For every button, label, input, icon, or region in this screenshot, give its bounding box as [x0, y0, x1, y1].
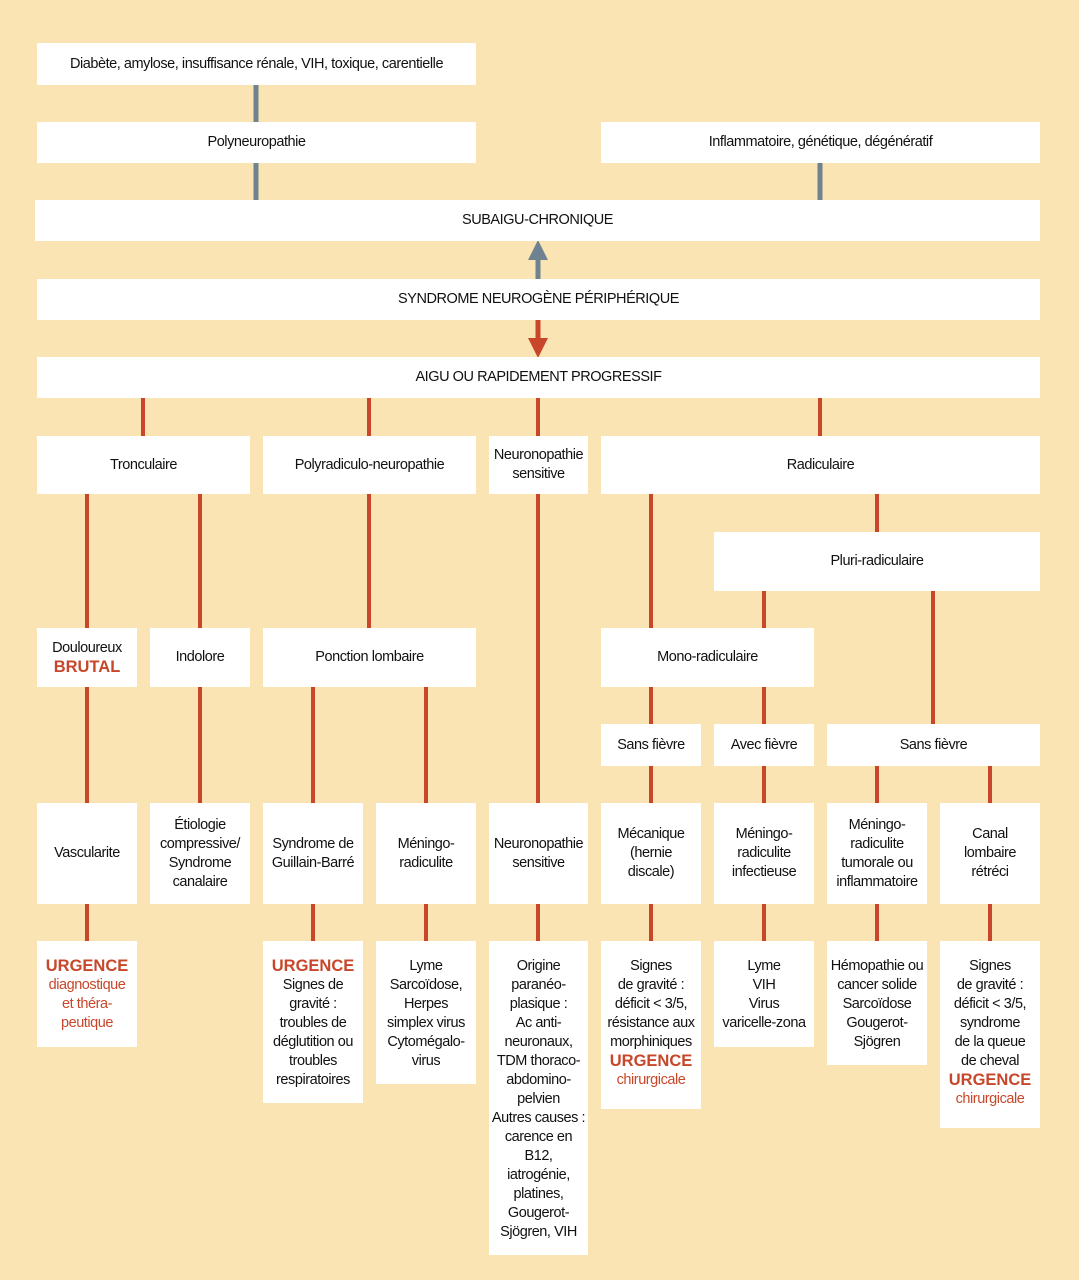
node-radiculaire: Radiculaire	[601, 436, 1040, 494]
node-mono-radiculaire: Mono-radiculaire	[601, 628, 814, 687]
detail-text: Hémopathie ou cancer solide Sarcoïdose G…	[830, 958, 924, 1050]
node-subaigu-chronique: SUBAIGU-CHRONIQUE	[35, 200, 1040, 241]
node-indolore: Indolore	[150, 628, 250, 687]
node-pluri-radiculaire: Pluri-radiculaire	[714, 532, 1040, 591]
diag-canal-lombaire: Canal lombaire rétréci	[940, 803, 1040, 904]
detail-text: Origine paranéo- plasique : Ac anti- neu…	[491, 958, 586, 1240]
diag-mecanique: Mécanique (hernie discale)	[601, 803, 701, 904]
node-tronculaire: Tronculaire	[37, 436, 250, 494]
urgence-label: URGENCE	[271, 957, 355, 975]
urgence-sub: chirurgicale	[616, 1072, 686, 1088]
node-sans-fievre-pluri: Sans fièvre	[827, 724, 1040, 766]
node-avec-fievre: Avec fièvre	[714, 724, 814, 766]
node-sans-fievre-mono: Sans fièvre	[601, 724, 701, 766]
detail-text: Signes de gravité : déficit < 3/5, résis…	[607, 958, 695, 1050]
diag-meningo-infectieuse: Méningo- radiculite infectieuse	[714, 803, 814, 904]
node-aigu: AIGU OU RAPIDEMENT PROGRESSIF	[37, 357, 1040, 398]
detail-meningo: Lyme Sarcoïdose, Herpes simplex virus Cy…	[376, 941, 476, 1084]
urgence-sub: diagnostique et théra- peutique	[48, 977, 126, 1031]
urgence-label: URGENCE	[948, 1071, 1032, 1089]
causes-chronic-right: Inflammatoire, génétique, dégénératif	[601, 122, 1040, 163]
diag-meningo-tumorale: Méningo- radiculite tumorale ou inflamma…	[827, 803, 927, 904]
detail-text: Lyme Sarcoïdose, Herpes simplex virus Cy…	[387, 958, 465, 1069]
urgence-label: URGENCE	[609, 1052, 693, 1070]
diag-vascularite: Vascularite	[37, 803, 137, 904]
diag-guillain-barre: Syndrome de Guillain-Barré	[263, 803, 363, 904]
detail-meningo-tumorale: Hémopathie ou cancer solide Sarcoïdose G…	[827, 941, 927, 1065]
node-polyneuropathie: Polyneuropathie	[37, 122, 476, 163]
diag-neuronopathie: Neuronopathie sensitive	[489, 803, 588, 904]
causes-chronic-left: Diabète, amylose, insuffisance rénale, V…	[37, 43, 476, 85]
detail-meningo-infectieuse: Lyme VIH Virus varicelle-zona	[714, 941, 814, 1047]
diag-etiologie: Étiologie compressive/ Syndrome canalair…	[150, 803, 250, 904]
detail-mecanique: Signes de gravité : déficit < 3/5, résis…	[601, 941, 701, 1109]
urgence-sub: chirurgicale	[955, 1091, 1025, 1107]
diag-meningo: Méningo- radiculite	[376, 803, 476, 904]
detail-vascularite: URGENCE diagnostique et théra- peutique	[37, 941, 137, 1047]
detail-neuronopathie: Origine paranéo- plasique : Ac anti- neu…	[489, 941, 588, 1255]
brutal-label: BRUTAL	[53, 657, 121, 676]
node-douloureux: Douloureux BRUTAL	[37, 628, 137, 687]
detail-canal-lombaire: Signes de gravité : déficit < 3/5, syndr…	[940, 941, 1040, 1128]
node-neuronopathie: Neuronopathie sensitive	[489, 436, 588, 494]
douloureux-label: Douloureux	[52, 639, 122, 656]
detail-text: Signes de gravité : troubles de déglutit…	[273, 977, 353, 1088]
detail-text: Signes de gravité : déficit < 3/5, syndr…	[953, 958, 1027, 1069]
detail-text: Lyme VIH Virus varicelle-zona	[722, 958, 806, 1031]
detail-guillain-barre: URGENCE Signes de gravité : troubles de …	[263, 941, 363, 1103]
urgence-label: URGENCE	[45, 957, 129, 975]
node-ponction: Ponction lombaire	[263, 628, 476, 687]
node-root-syndrome: SYNDROME NEUROGÈNE PÉRIPHÉRIQUE	[37, 279, 1040, 320]
node-polyradiculo: Polyradiculo-neuropathie	[263, 436, 476, 494]
